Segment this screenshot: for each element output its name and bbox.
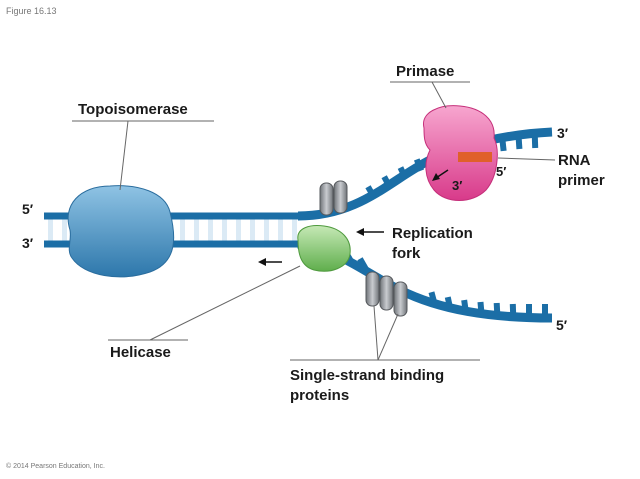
upper-right-3-prime: 3′ bbox=[557, 125, 569, 141]
topoisomerase-label: Topoisomerase bbox=[78, 101, 188, 118]
replication-fork-label-line2: fork bbox=[392, 245, 421, 262]
primer-5-prime: 5′ bbox=[496, 164, 506, 179]
lower-right-5-prime: 5′ bbox=[556, 317, 568, 333]
rna-primer bbox=[458, 152, 492, 162]
ssb-label-line2: proteins bbox=[290, 387, 349, 404]
figure-number: Figure 16.13 bbox=[6, 6, 57, 16]
left-bottom-3-prime: 3′ bbox=[22, 235, 34, 251]
ssb-label-line1: Single-strand binding bbox=[290, 367, 444, 384]
primase-label: Primase bbox=[396, 63, 454, 80]
helicase-direction-arrow bbox=[258, 258, 282, 266]
replication-fork-label-line1: Replication bbox=[392, 225, 473, 242]
copyright-text: © 2014 Pearson Education, Inc. bbox=[6, 462, 105, 470]
topoisomerase-protein bbox=[67, 185, 175, 278]
upper-strand-bases bbox=[365, 135, 539, 199]
helicase-label: Helicase bbox=[110, 344, 171, 361]
left-top-5-prime: 5′ bbox=[22, 201, 34, 217]
ssb-protein-upper bbox=[319, 180, 348, 216]
replication-fork-arrow bbox=[356, 228, 384, 236]
primer-3-prime: 3′ bbox=[452, 178, 462, 193]
leader-lines bbox=[72, 81, 556, 361]
ssb-protein-lower bbox=[365, 271, 408, 317]
rna-primer-label-line1: RNA bbox=[558, 152, 591, 169]
primer-synthesis-arrow bbox=[432, 169, 449, 181]
rna-primer-label-line2: primer bbox=[558, 172, 605, 189]
helicase-protein bbox=[297, 225, 351, 272]
